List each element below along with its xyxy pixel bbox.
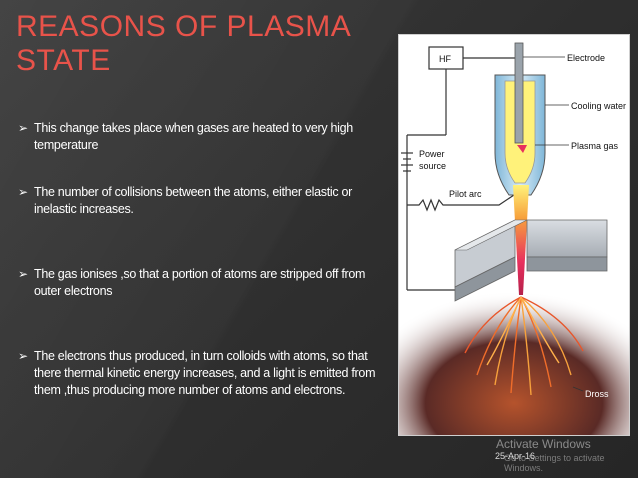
bullet-item: ➢ The gas ionises ,so that a portion of … xyxy=(18,266,388,300)
plasma-cutting-diagram: HF Electrode Cooling water Plasma gas Po… xyxy=(398,34,630,436)
cooling-water-label: Cooling water xyxy=(571,101,626,111)
bullet-arrow-icon: ➢ xyxy=(18,185,28,199)
dross-label: Dross xyxy=(585,389,609,399)
activate-windows-hint: Go to Settings to activate Windows. xyxy=(504,453,605,473)
bullet-item: ➢ This change takes place when gases are… xyxy=(18,120,388,154)
bullet-text: The gas ionises ,so that a portion of at… xyxy=(34,267,366,298)
plasma-gas-label: Plasma gas xyxy=(571,141,619,151)
workpiece-plates xyxy=(454,219,608,302)
power-source-label-line1: Power xyxy=(419,149,445,159)
activate-windows-watermark: Activate Windows xyxy=(496,437,591,451)
plasma-jet xyxy=(513,185,529,295)
electrode-label: Electrode xyxy=(567,53,605,63)
slide-date: 25-Apr-16 xyxy=(495,451,536,461)
bullet-item: ➢ The number of collisions between the a… xyxy=(18,184,388,218)
bullet-arrow-icon: ➢ xyxy=(18,267,28,281)
leader-lines xyxy=(523,56,584,392)
power-source-label-line2: source xyxy=(419,161,446,171)
hf-label: HF xyxy=(439,54,451,64)
slide-title: REASONS OF PLASMA STATE xyxy=(16,10,350,77)
pilot-arc-label: Pilot arc xyxy=(449,189,482,199)
torch-nozzle xyxy=(494,42,546,196)
dross-sparks xyxy=(464,296,584,396)
bullet-arrow-icon: ➢ xyxy=(18,121,28,135)
bullet-text: The electrons thus produced, in turn col… xyxy=(34,349,376,397)
bullet-text: This change takes place when gases are h… xyxy=(34,121,353,152)
power-source-icon xyxy=(401,152,413,172)
bullet-item: ➢ The electrons thus produced, in turn c… xyxy=(18,348,388,399)
bullet-text: The number of collisions between the ato… xyxy=(34,185,352,216)
bullet-arrow-icon: ➢ xyxy=(18,349,28,363)
circuit-wires xyxy=(406,46,521,291)
